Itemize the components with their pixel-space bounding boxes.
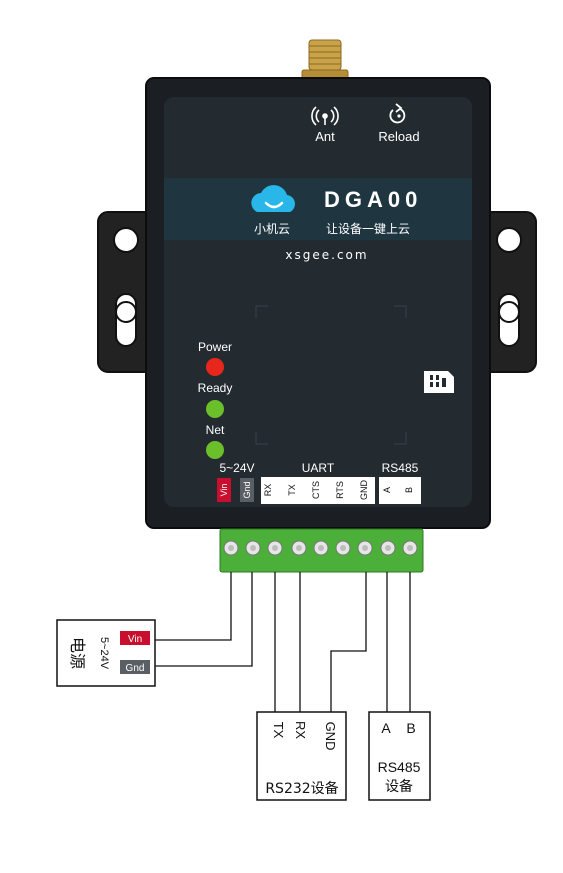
mount-bracket-left (97, 211, 157, 373)
rs485-device-pin-a: A (381, 720, 391, 736)
terminal-screw-head (250, 545, 256, 551)
ant-label: Ant (315, 129, 335, 144)
uart-pin-rx: RX (263, 484, 273, 497)
rs232-pin-gnd: GND (323, 722, 338, 751)
terminal-screw-head (318, 545, 324, 551)
panel-frame-marks (255, 305, 407, 445)
rs485-pin-b: B (404, 487, 414, 493)
wires (155, 572, 411, 712)
power-supply-box: 电源 5~24V Vin Gnd (56, 619, 156, 687)
uart-pin-gnd: GND (359, 480, 369, 501)
brand-name: 小机云 (254, 222, 290, 236)
led-power: Power (198, 340, 232, 376)
uart-pin-rts: RTS (335, 481, 345, 499)
rs485-group-label: RS485 (382, 461, 419, 475)
mount-bracket-right (477, 211, 537, 373)
led-net: Net (206, 423, 225, 459)
rs232-device-title: RS232设备 (265, 780, 338, 797)
power-supply-vin: Vin (128, 634, 142, 645)
led-power-label: Power (198, 340, 232, 354)
terminal-screw-head (340, 545, 346, 551)
reload-label: Reload (378, 129, 419, 144)
power-group-label: 5~24V (219, 461, 254, 475)
terminal-screw-head (362, 545, 368, 551)
antenna-connector (301, 39, 349, 81)
rs232-pin-rx: RX (293, 721, 308, 739)
rs485-pin-a: A (382, 487, 392, 493)
terminal-screw-head (228, 545, 234, 551)
brand-slogan: 让设备一键上云 (326, 222, 410, 236)
sim-card-icon (424, 371, 454, 393)
terminal-screw-head (296, 545, 302, 551)
led-ready-label: Ready (198, 381, 233, 395)
rs485-device-title-2: 设备 (385, 778, 413, 795)
reload-icon[interactable] (389, 103, 406, 124)
uart-group-label: UART (302, 461, 335, 475)
power-supply-gnd: Gnd (126, 663, 145, 674)
antenna-icon (311, 106, 339, 126)
brand-band (164, 178, 472, 240)
led-ready: Ready (198, 381, 233, 418)
device-model: DGA00 (324, 187, 422, 212)
gnd-port-tag (240, 478, 254, 502)
power-supply-title: 电源 (68, 637, 87, 669)
terminal-screw-head (272, 545, 278, 551)
cloud-logo-icon (251, 185, 295, 212)
terminal-screw-head (407, 545, 413, 551)
terminal-block (219, 528, 424, 573)
gnd-port-label: Gnd (242, 481, 252, 498)
rs485-device-box: A B RS485 设备 (368, 711, 431, 801)
led-net-label: Net (206, 423, 225, 437)
website: xsgee.com (285, 248, 368, 262)
rs232-device-box: TX RX GND RS232设备 (256, 711, 347, 801)
vin-port-tag (217, 478, 231, 502)
power-supply-voltage: 5~24V (98, 637, 110, 670)
rs485-device-pin-b: B (406, 720, 415, 736)
terminal-screw-head (385, 545, 391, 551)
vin-port-label: Vin (219, 484, 229, 497)
uart-pin-cts: CTS (311, 481, 321, 499)
rs232-pin-tx: TX (271, 722, 286, 739)
rs485-port-tag (379, 477, 421, 504)
rs485-device-title-1: RS485 (378, 759, 421, 775)
uart-port-tag (261, 477, 375, 504)
uart-pin-tx: TX (287, 484, 297, 496)
